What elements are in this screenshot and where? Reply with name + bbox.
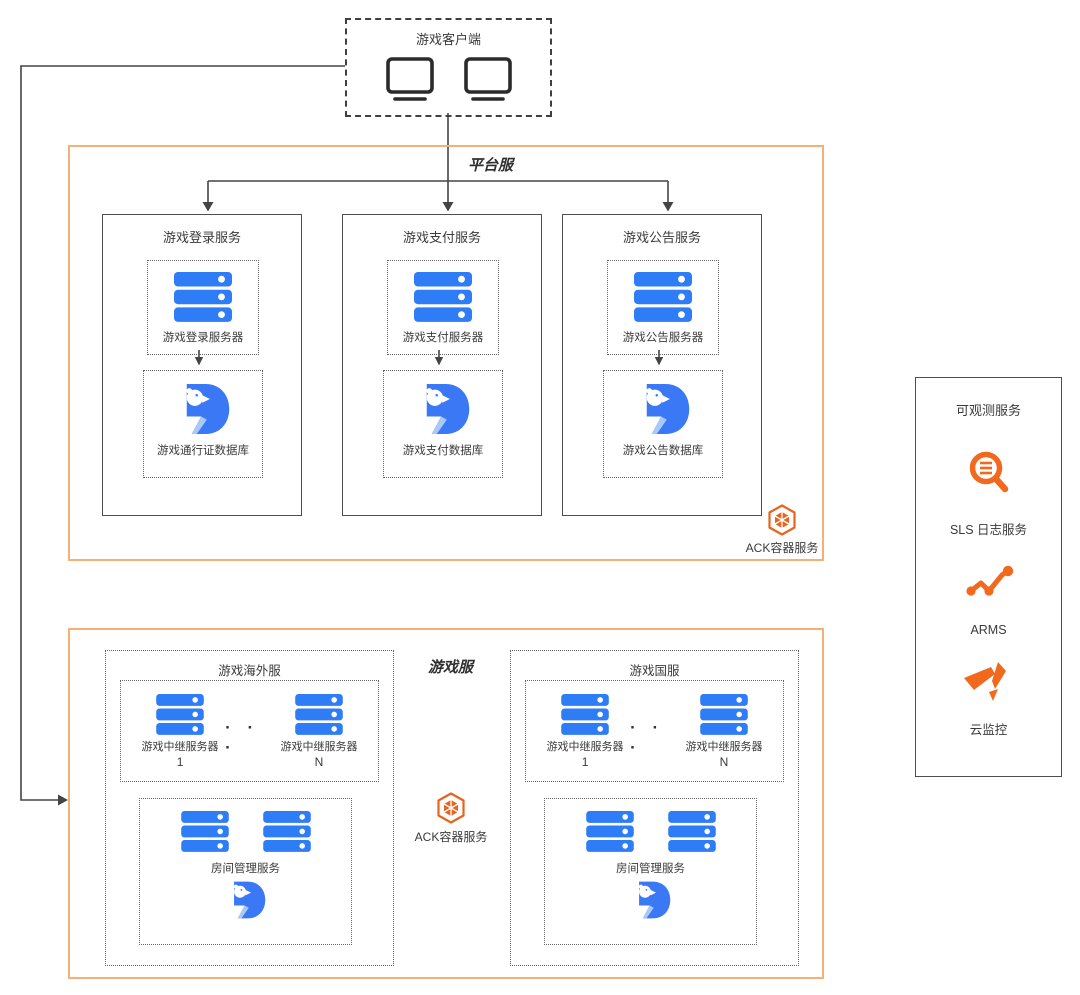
- game-client-label: 游戏客户端: [415, 32, 481, 47]
- region-china-title: 游戏国服: [629, 664, 680, 678]
- arms-icon: [966, 565, 1014, 596]
- login-db-unit: 游戏通行证数据库: [143, 370, 263, 478]
- monitor-icon: [385, 57, 434, 101]
- server-icon: [174, 272, 232, 322]
- platform-ack-label: ACK容器服务: [745, 541, 819, 555]
- payment-db-unit: 游戏支付数据库: [383, 370, 503, 478]
- relay-server-n: 游戏中继服务器 N: [274, 694, 364, 769]
- server-icon: [561, 694, 609, 735]
- region-overseas-title: 游戏海外服: [218, 664, 281, 678]
- server-icon: [585, 811, 634, 852]
- announce-db-label: 游戏公告数据库: [622, 445, 704, 457]
- announce-service-box: 游戏公告服务 游戏公告服务器 游戏公告数据库: [562, 214, 762, 516]
- relay-server-1: 游戏中继服务器 1: [540, 694, 630, 769]
- relay-number: N: [314, 754, 324, 769]
- announce-server-unit: 游戏公告服务器: [607, 260, 719, 355]
- game-zone-title: 游戏服: [428, 659, 474, 676]
- server-icon: [180, 811, 229, 852]
- relay-label: 游戏中继服务器: [546, 741, 624, 753]
- server-icon: [156, 694, 204, 735]
- relay-server-n: 游戏中继服务器 N: [679, 694, 769, 769]
- relay-label: 游戏中继服务器: [685, 741, 763, 753]
- announce-server-label: 游戏公告服务器: [622, 332, 704, 344]
- server-icon: [414, 272, 472, 322]
- polardb-icon: [233, 881, 265, 919]
- ack-icon: [437, 792, 465, 824]
- relay-label: 游戏中继服务器: [280, 741, 358, 753]
- monitor-icon: [463, 57, 512, 101]
- room-label: 房间管理服务: [211, 863, 280, 875]
- payment-service-box: 游戏支付服务 游戏支付服务器 游戏支付数据库: [342, 214, 542, 516]
- sls-label: SLS 日志服务: [949, 523, 1028, 537]
- cloud-monitor-label: 云监控: [969, 723, 1008, 737]
- ellipsis: · · ·: [630, 718, 665, 757]
- ellipsis: · · ·: [225, 718, 260, 757]
- payment-server-label: 游戏支付服务器: [402, 332, 484, 344]
- game-zone: 游戏服 游戏海外服 游戏中继服务器 1 · · ·: [68, 628, 824, 979]
- relay-number: 1: [581, 754, 589, 769]
- client-monitors: [347, 56, 550, 102]
- login-service-title: 游戏登录服务: [162, 230, 241, 245]
- platform-zone-title: 平台服: [468, 157, 514, 174]
- server-icon: [262, 811, 311, 852]
- polardb-icon: [426, 384, 470, 434]
- room-servers: [180, 811, 311, 852]
- login-db-label: 游戏通行证数据库: [157, 445, 249, 457]
- overseas-relay-box: 游戏中继服务器 1 · · · 游戏中继服务器 N: [120, 680, 379, 782]
- payment-service-title: 游戏支付服务: [402, 230, 481, 245]
- payment-server-unit: 游戏支付服务器: [387, 260, 499, 355]
- polardb-icon: [646, 384, 690, 434]
- room-servers: [585, 811, 716, 852]
- platform-zone: 平台服 游戏登录服务 游戏登录服务器 游戏通行证数据库: [68, 145, 824, 561]
- login-server-label: 游戏登录服务器: [162, 332, 244, 344]
- room-label: 房间管理服务: [616, 863, 685, 875]
- china-relay-box: 游戏中继服务器 1 · · · 游戏中继服务器 N: [525, 680, 784, 782]
- server-icon: [700, 694, 748, 735]
- server-icon: [295, 694, 343, 735]
- server-icon: [634, 272, 692, 322]
- china-room-box: 房间管理服务: [544, 798, 757, 945]
- cloud-monitor-icon: [964, 662, 1006, 701]
- ack-icon: [768, 504, 796, 536]
- announce-db-unit: 游戏公告数据库: [603, 370, 723, 478]
- server-icon: [667, 811, 716, 852]
- relay-label: 游戏中继服务器: [141, 741, 219, 753]
- login-service-box: 游戏登录服务 游戏登录服务器 游戏通行证数据库: [102, 214, 302, 516]
- game-ack-label: ACK容器服务: [414, 830, 488, 844]
- login-server-unit: 游戏登录服务器: [147, 260, 259, 355]
- arms-label: ARMS: [970, 623, 1007, 637]
- observability-box: 可观测服务 SLS 日志服务 ARMS 云监控: [915, 377, 1062, 777]
- polardb-icon: [186, 384, 230, 434]
- announce-service-title: 游戏公告服务: [622, 230, 701, 245]
- region-overseas-box: 游戏海外服 游戏中继服务器 1 · · ·: [105, 650, 394, 966]
- overseas-room-box: 房间管理服务: [139, 798, 352, 945]
- relay-number: N: [719, 754, 729, 769]
- game-client-box: 游戏客户端: [345, 18, 552, 117]
- relay-number: 1: [176, 754, 184, 769]
- relay-server-1: 游戏中继服务器 1: [135, 694, 225, 769]
- observability-title: 可观测服务: [955, 403, 1021, 418]
- polardb-icon: [638, 881, 670, 919]
- region-china-box: 游戏国服 游戏中继服务器 1 · · ·: [510, 650, 799, 966]
- sls-log-icon: [969, 451, 1009, 493]
- payment-db-label: 游戏支付数据库: [402, 445, 484, 457]
